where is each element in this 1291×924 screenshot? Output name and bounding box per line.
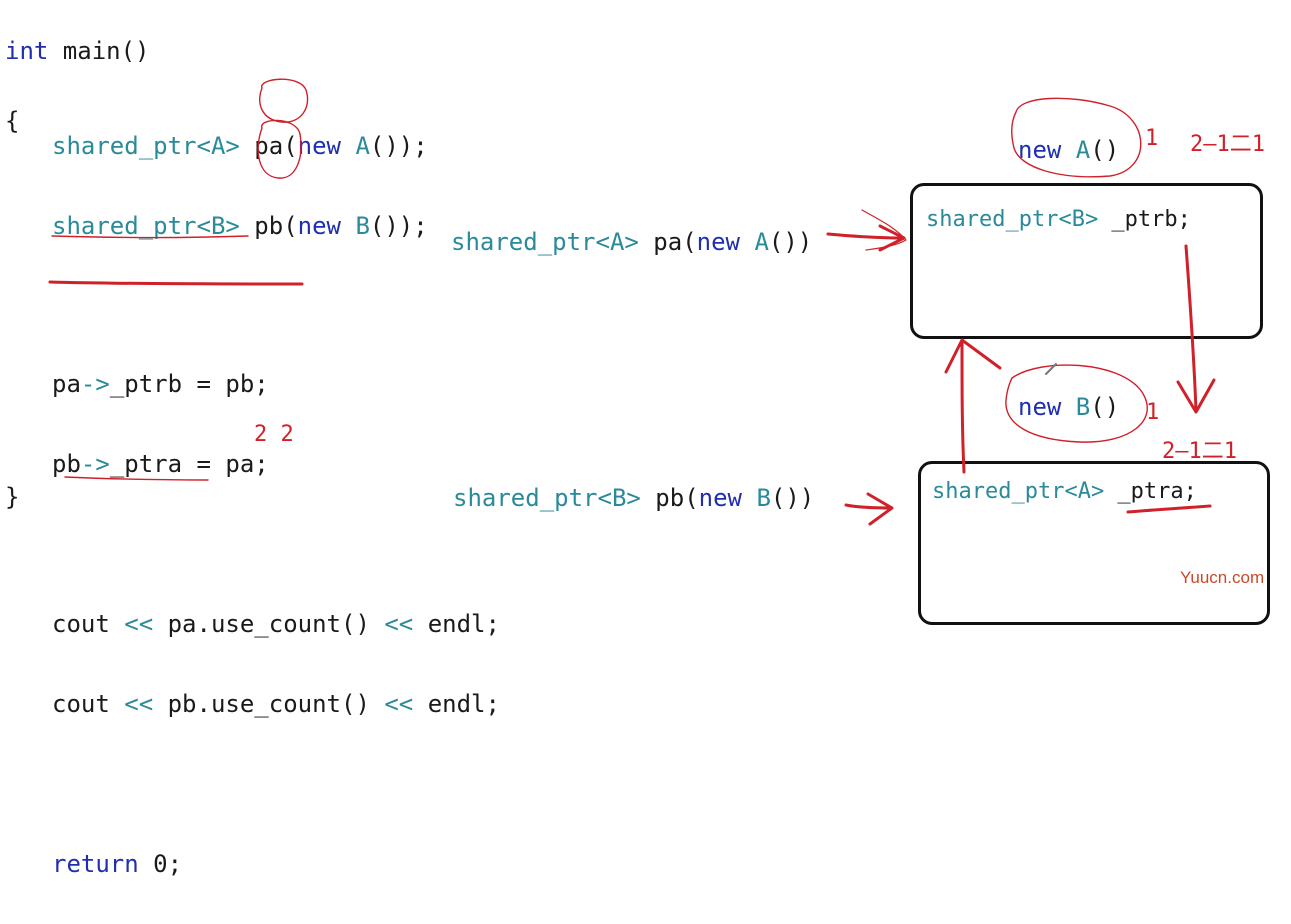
type-text: shared_ptr<A> (932, 479, 1105, 504)
keyword-new: new (696, 228, 740, 256)
class-name: B (1061, 393, 1091, 421)
code-text: ()) (770, 484, 815, 512)
code-text: pb (52, 450, 81, 478)
close-brace-text: } (5, 483, 20, 511)
ref-count-b: 1 (1146, 400, 1160, 425)
object-a-member: shared_ptr<B> _ptrb; (926, 207, 1191, 232)
stream-operator: << (124, 690, 154, 718)
code-text: pb( (239, 212, 298, 240)
code-text: pa (52, 370, 81, 398)
pa-declaration-label: shared_ptr<A> pa(new A()) (451, 228, 812, 256)
arrow-ptra-to-a (944, 338, 1002, 474)
code-line-9: return 0; (52, 844, 500, 884)
ref-count-b-updated: 2—1二1 (1162, 439, 1237, 464)
stream-operator: << (124, 610, 154, 638)
code-text: ()) (768, 228, 813, 256)
arrow-operator: -> (80, 450, 110, 478)
pen-mark (1045, 363, 1057, 375)
class-name: A (1061, 136, 1091, 164)
type-text: shared_ptr<B> (453, 484, 641, 512)
code-text: ()); (369, 132, 428, 160)
class-name: A (341, 132, 370, 160)
arrow-pb-to-b (844, 492, 894, 526)
stream-operator: << (384, 690, 414, 718)
code-line-6: pb->_ptra = pa; (52, 444, 500, 484)
keyword-new: new (698, 484, 742, 512)
type-text: shared_ptr<A> (451, 228, 639, 256)
code-line-4: shared_ptr<B> pb(new B()); (52, 206, 500, 246)
code-text: pa( (239, 132, 298, 160)
member-name: _ptrb; (1098, 207, 1191, 232)
type-text: shared_ptr<B> (52, 212, 240, 240)
code-line-5: pa->_ptrb = pb; (52, 364, 500, 404)
ref-count-a: 1 (1145, 126, 1159, 151)
class-name: B (341, 212, 370, 240)
keyword-new: new (297, 132, 341, 160)
code-text: pb( (640, 484, 699, 512)
code-line-1: int main() (5, 36, 150, 66)
close-brace: } (5, 482, 19, 512)
code-body: shared_ptr<A> pa(new A()); shared_ptr<B>… (52, 86, 500, 924)
code-text: cout (52, 690, 125, 718)
code-text: () (1090, 136, 1120, 164)
output-annotation: 2 2 (254, 422, 294, 447)
class-name: A (740, 228, 769, 256)
code-text: endl; (413, 610, 500, 638)
code-text: _ptrb = pb; (109, 370, 269, 398)
stream-operator: << (384, 610, 414, 638)
code-text: pa( (638, 228, 697, 256)
keyword-int: int (5, 37, 49, 65)
object-b-member: shared_ptr<A> _ptra; (932, 479, 1197, 504)
arrow-pa-sketch (861, 209, 907, 251)
open-brace: { (5, 107, 20, 135)
code-text: cout (52, 610, 125, 638)
type-text: shared_ptr<A> (52, 132, 240, 160)
arrow-pa-to-a (826, 224, 906, 252)
keyword-new: new (1018, 393, 1062, 421)
code-line-3: shared_ptr<A> pa(new A()); (52, 126, 500, 166)
code-text: endl; (413, 690, 500, 718)
code-text: pb.use_count() (153, 690, 385, 718)
code-text: ()); (369, 212, 428, 240)
code-text: main() (48, 37, 150, 65)
member-name: _ptra; (1104, 479, 1197, 504)
code-text: pa.use_count() (153, 610, 385, 638)
code-text: 0; (138, 850, 183, 878)
keyword-new: new (1018, 136, 1062, 164)
ref-count-a-updated: 2—1二1 (1190, 132, 1265, 157)
pb-declaration-label: shared_ptr<B> pb(new B()) (453, 484, 814, 512)
keyword-return: return (52, 850, 139, 878)
new-b-label: new B() (1018, 393, 1119, 421)
object-b-box (918, 461, 1270, 625)
class-name: B (742, 484, 771, 512)
watermark: Yuucn.com (1180, 568, 1265, 587)
code-text: () (1090, 393, 1120, 421)
new-a-label: new A() (1018, 136, 1119, 164)
code-line-7: cout << pa.use_count() << endl; (52, 604, 500, 644)
type-text: shared_ptr<B> (926, 207, 1099, 232)
code-listing: int main() { (5, 6, 150, 166)
code-line-8: cout << pb.use_count() << endl; (52, 684, 500, 724)
code-text: _ptra = pa; (109, 450, 269, 478)
code-line-2: { (5, 106, 150, 136)
arrow-operator: -> (80, 370, 110, 398)
keyword-new: new (297, 212, 341, 240)
